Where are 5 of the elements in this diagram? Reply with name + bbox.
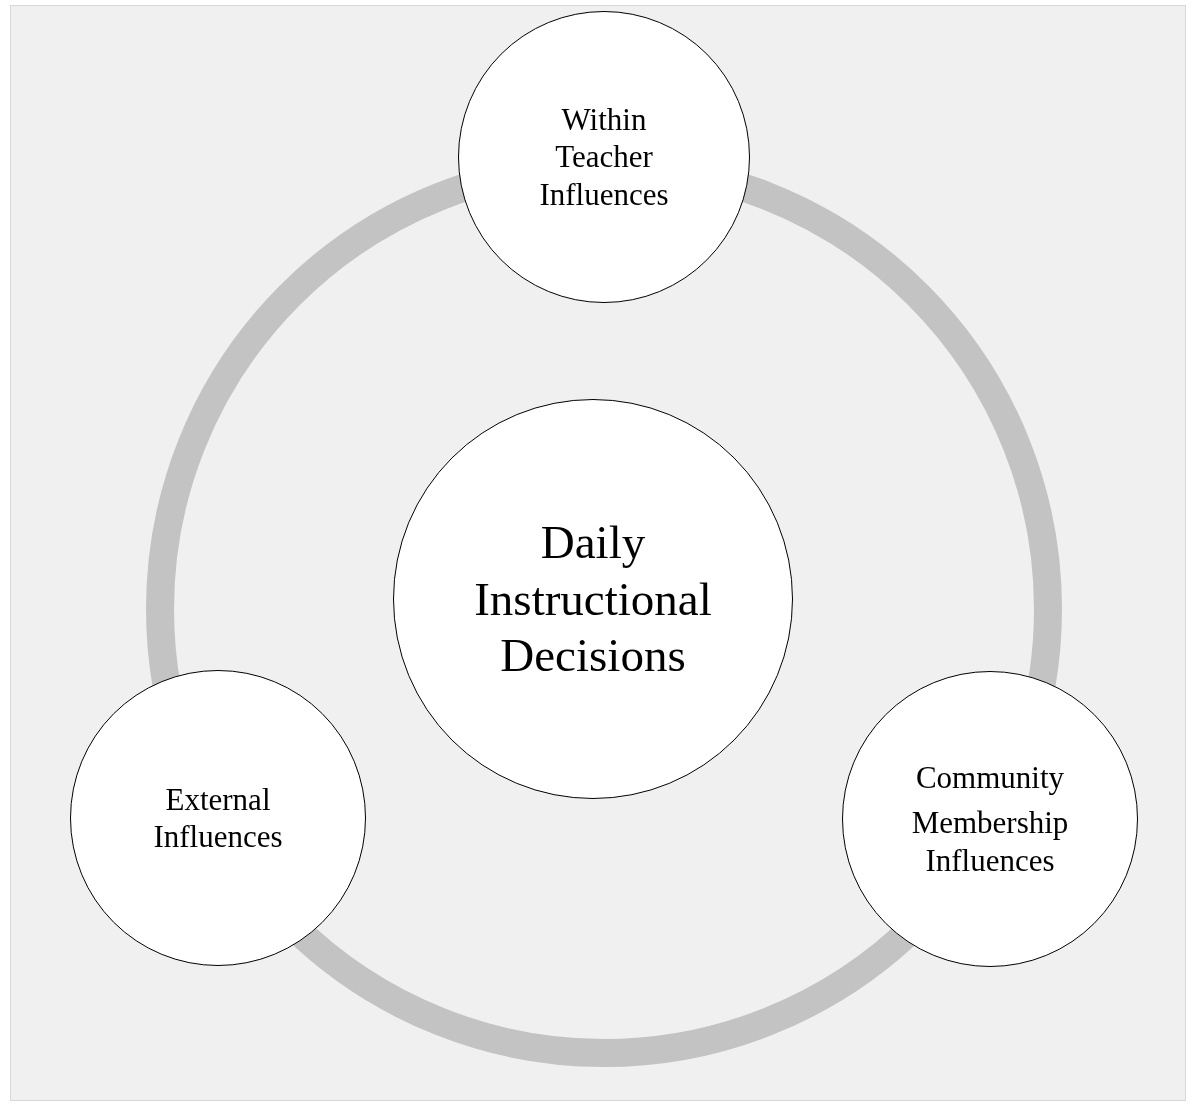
- node-label: External Influences: [152, 780, 284, 856]
- node-label: Daily Instructional Decisions: [473, 515, 713, 684]
- node-label: Community: [915, 759, 1065, 797]
- node-label: Within Teacher Influences: [538, 101, 670, 213]
- node-label: Membership Influences: [910, 804, 1070, 879]
